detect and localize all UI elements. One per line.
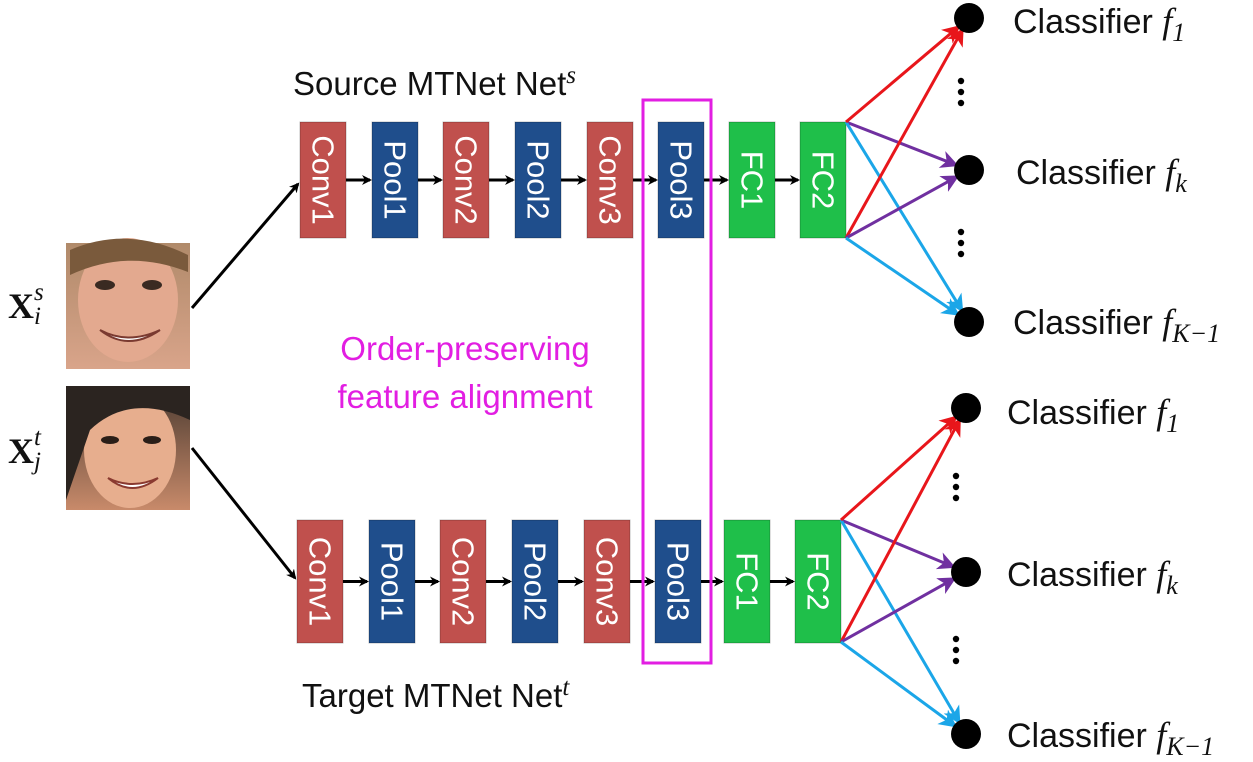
target-layer-pool1: Pool1 [368, 519, 416, 644]
source-classifier-arrow-bottom-to-k [845, 175, 960, 240]
target-layer-pool3: Pool3 [654, 519, 702, 644]
target-classifier-arrow-top-to-1 [839, 415, 958, 522]
source-layer-conv2-label: Conv2 [449, 135, 484, 225]
target-net-title: Target MTNet Nett [302, 674, 570, 714]
target-classifier-arrow-top-to-k [840, 518, 956, 570]
target-face-image [66, 386, 190, 510]
target-layer-pool1-label: Pool1 [375, 542, 410, 621]
target-layer-pool2-label: Pool2 [518, 542, 553, 621]
source-layer-fc1: FC1 [728, 121, 776, 239]
target-layer-fc1: FC1 [723, 519, 771, 644]
target-classifier-arrow-bottom-to-k-minus-1 [840, 640, 958, 728]
source-ellipsis-1 [957, 77, 965, 107]
target-layer-conv2-label: Conv2 [446, 537, 481, 627]
source-layer-pool3: Pool3 [657, 121, 705, 239]
source-classifier-arrow-bottom-to-k-minus-1 [845, 236, 960, 316]
source-ellipsis-2 [957, 228, 965, 258]
source-classifier-k-minus-1-label: Classifier fK−1 [1013, 302, 1221, 348]
source-classifier-arrow-bottom-to-1 [844, 27, 964, 239]
source-layer-conv2: Conv2 [442, 121, 490, 239]
target-classifier-k-label: Classifier fk [1007, 554, 1178, 600]
target-layer-pool2: Pool2 [511, 519, 559, 644]
source-layer-pool3-label: Pool3 [664, 140, 699, 219]
source-layer-pool2: Pool2 [514, 121, 562, 239]
target-classifier-1-label: Classifier f1 [1007, 392, 1180, 438]
target-classifier-arrow-bottom-to-k [840, 577, 957, 644]
target-classifier-node-3 [951, 719, 981, 749]
source-layer-fc2: FC2 [799, 121, 847, 239]
target-classifier-k-minus-1-label: Classifier fK−1 [1007, 715, 1215, 761]
target-ellipsis-1 [952, 472, 960, 502]
alignment-highlight-box [641, 98, 713, 665]
target-layer-pool3-label: Pool3 [661, 542, 696, 621]
target-classifier-arrow-top-to-k-minus-1 [839, 519, 961, 725]
source-layer-fc2-label: FC2 [806, 151, 841, 210]
target-classifier-node-1 [951, 393, 981, 423]
alignment-label-line1: Order-preserving [340, 330, 590, 367]
target-ellipsis-2 [952, 635, 960, 665]
alignment-label: Order-preserving feature alignment [300, 325, 630, 421]
source-layer-pool1-label: Pool1 [378, 140, 413, 219]
source-classifier-node-3 [954, 307, 984, 337]
source-input-arrow [190, 182, 300, 309]
source-net-title: Source MTNet Nets [293, 62, 576, 102]
target-layer-conv3: Conv3 [583, 519, 631, 644]
source-layer-conv3-label: Conv3 [593, 135, 628, 225]
target-layer-fc2-label: FC2 [801, 552, 836, 611]
source-layer-conv3: Conv3 [586, 121, 634, 239]
source-layer-pool1: Pool1 [371, 121, 419, 239]
target-layer-fc2: FC2 [794, 519, 842, 644]
source-classifier-arrow-top-to-k-minus-1 [844, 121, 964, 313]
source-layer-pool2-label: Pool2 [521, 140, 556, 219]
source-face-image [66, 238, 190, 369]
alignment-label-line2: feature alignment [337, 378, 593, 415]
target-classifier-node-2 [951, 557, 981, 587]
source-classifier-node-2 [954, 155, 984, 185]
source-classifier-1-label: Classifier f1 [1013, 1, 1186, 47]
target-input-arrow [190, 447, 297, 580]
source-layer-conv1: Conv1 [299, 121, 347, 239]
source-layer-conv1-label: Conv1 [306, 135, 341, 225]
target-layer-conv3-label: Conv3 [590, 537, 625, 627]
target-classifier-arrow-bottom-to-1 [839, 417, 961, 643]
source-layer-fc1-label: FC1 [735, 151, 770, 210]
source-classifier-node-1 [954, 3, 984, 33]
target-layer-conv1-label: Conv1 [303, 537, 338, 627]
source-classifier-k-label: Classifier fk [1016, 152, 1187, 198]
source-classifier-arrow-top-to-1 [845, 25, 961, 124]
target-layer-fc1-label: FC1 [730, 552, 765, 611]
target-layer-conv1: Conv1 [296, 519, 344, 644]
target-layer-conv2: Conv2 [439, 519, 487, 644]
